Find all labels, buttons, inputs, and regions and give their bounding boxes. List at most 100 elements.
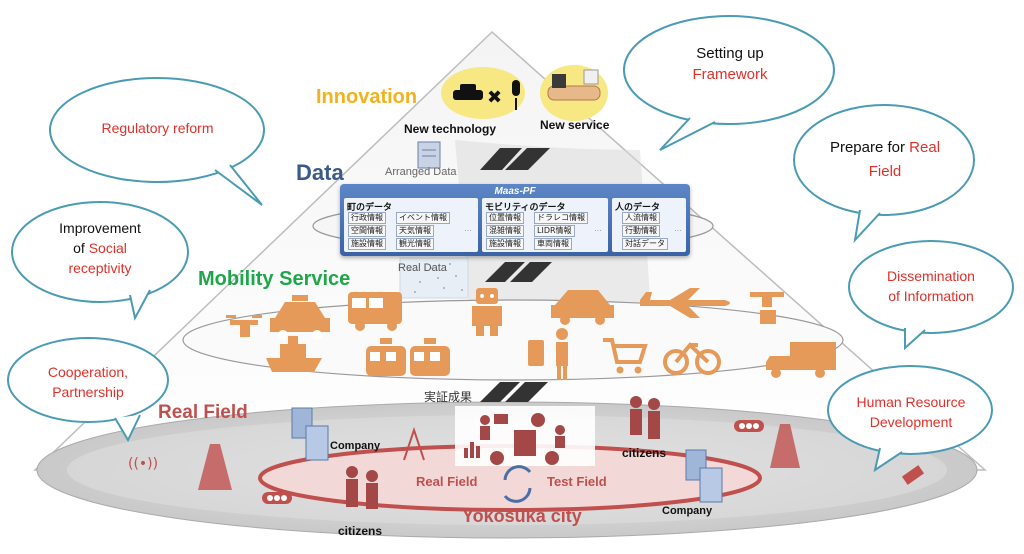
ellipsis: … (464, 224, 472, 233)
column-header: 人のデータ (615, 203, 661, 213)
new-technology-label: New technology (404, 122, 497, 136)
bubble-hr-text-1: Human Resource (856, 394, 966, 410)
maas-pf-panel: Maas-PF 町のデータ 行政情報 イベント情報 空間情報 天気情報 施設情報… (340, 184, 690, 256)
bubble-framework (623, 15, 835, 151)
results-label: 実証成果 (424, 390, 473, 404)
ellipsis: … (594, 224, 602, 233)
bubble-framework-text-2: Framework (692, 66, 768, 83)
taxi-icon (270, 295, 330, 340)
data-cell: 行政情報 (348, 212, 386, 224)
ship-icon (266, 336, 322, 372)
data-cell: 位置情報 (486, 212, 524, 224)
data-cell: 施設情報 (348, 238, 386, 250)
real-data-label: Real Data (398, 262, 447, 274)
company-label-right: Company (662, 505, 713, 517)
data-cell: 空間情報 (348, 225, 386, 237)
train-icon (366, 338, 450, 376)
city-label: Yokosuka city (462, 506, 582, 526)
results-icons (464, 413, 565, 465)
airplane-icon (640, 288, 730, 318)
data-cell: 天気情報 (396, 225, 434, 237)
data-cell: 行動情報 (622, 225, 660, 237)
car-mic-icon: ✖ (441, 67, 525, 119)
bubble-prepare-red: Real (909, 139, 941, 156)
flow-arrows (480, 148, 552, 402)
real-field-title: Real Field (158, 402, 248, 423)
bubble-dissemination-text-1: Dissemination (887, 268, 975, 284)
bubble-improvement (11, 201, 189, 321)
cycle-arrows-icon (503, 465, 532, 503)
mobility-data-column: モビリティのデータ 位置情報 ドラレコ情報 混雑情報 LIDR情報 施設情報 車… (482, 198, 608, 252)
bubble-cooperation (7, 337, 169, 443)
new-service-label: New service (540, 118, 610, 132)
bubble-cooperation-text-2: Partnership (52, 384, 124, 400)
bubble-prepare-prefix: Prepare for (829, 139, 905, 156)
citizens-icon-left (346, 466, 378, 509)
bubble-improvement-text-3: receptivity (68, 260, 132, 276)
data-cell: LIDR情報 (534, 225, 575, 237)
document-icon (417, 141, 441, 169)
bubble-improvement-text-1: Improvement (59, 220, 141, 236)
bubble-regulatory-text: Regulatory reform (101, 120, 214, 136)
data-title: Data (296, 160, 344, 185)
robot-icon (472, 288, 502, 336)
data-cell: 人流情報 (622, 212, 660, 224)
bubble-hr-text-2: Development (869, 414, 953, 430)
building-icon-right (685, 449, 723, 503)
bubble-improvement-red: Social (88, 240, 127, 256)
citizens-icon-right (630, 396, 660, 439)
bubble-hr (827, 365, 993, 473)
road-icon-left (198, 444, 232, 490)
column-header: 町のデータ (347, 203, 393, 213)
data-cell: 施設情報 (486, 238, 524, 250)
real-field-ring-label: Real Field (416, 474, 478, 489)
signal-icon: ((•)) (128, 456, 158, 472)
column-header: モビリティのデータ (485, 203, 566, 213)
mobility-title: Mobility Service (198, 268, 351, 290)
ellipsis: … (674, 224, 682, 233)
real-data-image (399, 257, 469, 299)
town-data-column: 町のデータ 行政情報 イベント情報 空間情報 天気情報 施設情報 観光情報 … (344, 198, 478, 252)
data-cell: イベント情報 (396, 212, 450, 224)
drone-icon-left (226, 315, 262, 337)
truck-icon (766, 342, 836, 378)
traffic-light-icon-left (262, 492, 292, 504)
satellite-icon (901, 465, 925, 485)
data-cell: ドラレコ情報 (534, 212, 588, 224)
svg-text:✖: ✖ (487, 87, 502, 108)
shopping-cart-icon (603, 338, 648, 374)
company-label-left: Company (330, 440, 381, 452)
bus-icon (348, 292, 402, 331)
bubble-prepare-text-2: Field (868, 163, 902, 180)
test-field-ring-label: Test Field (547, 474, 607, 489)
people-data-column: 人のデータ 人流情報 行動情報 対話データ … (612, 198, 686, 252)
maas-pf-title: Maas-PF (494, 186, 536, 197)
bubble-prepare (793, 104, 975, 244)
bicycle-icon (663, 342, 721, 375)
traffic-light-icon-right (734, 420, 764, 432)
innovation-title: Innovation (316, 86, 418, 108)
data-cell: 対話データ (622, 238, 668, 250)
bubble-dissemination (848, 240, 1014, 351)
car-icon (551, 290, 614, 325)
bubble-prepare-text-1: Prepare for Real (810, 138, 960, 158)
bubble-framework-text-1: Setting up (696, 45, 764, 62)
handshake-icon (540, 65, 608, 121)
phone-person-icon (528, 328, 568, 380)
arranged-data-label: Arranged Data (385, 166, 457, 178)
bubble-regulatory (49, 77, 265, 206)
mobility-icons (226, 288, 836, 380)
building-icon-left (291, 407, 329, 461)
data-cell: 観光情報 (396, 238, 434, 250)
bubble-dissemination-text-2: of Information (888, 288, 974, 304)
road-icon-right (770, 424, 800, 468)
data-cell: 混雑情報 (486, 225, 524, 237)
citizens-label-left: citizens (338, 524, 383, 538)
tower-icon (403, 426, 425, 461)
bubble-cooperation-text-1: Cooperation, (47, 364, 129, 380)
bubble-improvement-prefix: of (73, 240, 85, 256)
citizens-label-right: citizens (622, 446, 667, 460)
drone-package-icon (750, 292, 784, 324)
